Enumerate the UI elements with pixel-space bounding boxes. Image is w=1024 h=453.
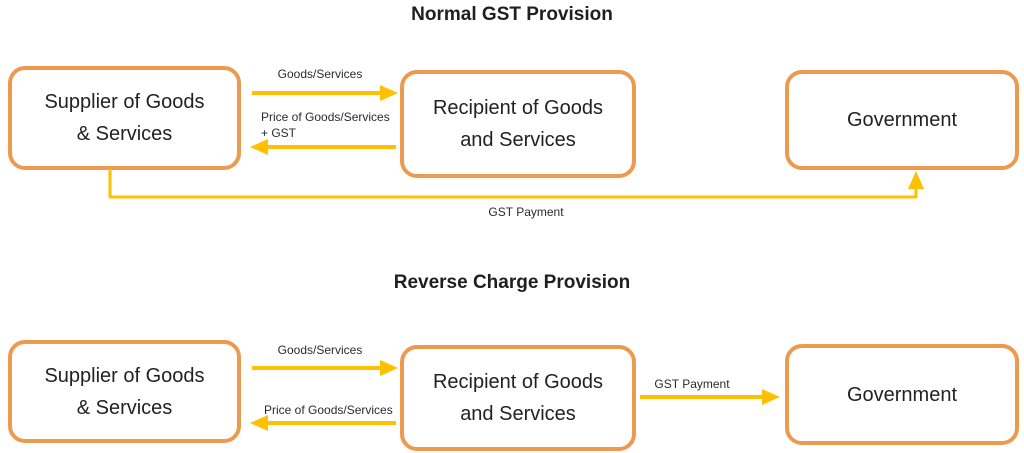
box-supplier-reverse: Supplier of Goods & Services bbox=[8, 340, 241, 443]
label-price-reverse: Price of Goods/Services bbox=[264, 403, 393, 417]
label-goods-services-normal: Goods/Services bbox=[277, 67, 363, 81]
arrow-price-gst-normal bbox=[250, 139, 396, 155]
box-supplier-reverse-line1: Supplier of Goods bbox=[44, 364, 205, 387]
section-title-reverse: Reverse Charge Provision bbox=[393, 272, 631, 293]
box-recipient-reverse: Recipient of Goods and Services bbox=[400, 345, 636, 451]
arrow-head-up-icon bbox=[908, 171, 924, 189]
box-government-reverse: Government bbox=[785, 344, 1019, 445]
box-supplier-reverse-line2: & Services bbox=[76, 396, 173, 419]
section-title-normal: Normal GST Provision bbox=[411, 4, 613, 25]
box-recipient-normal: Recipient of Goods and Services bbox=[400, 70, 636, 178]
label-price-gst-normal-line1: Price of Goods/Services bbox=[261, 110, 390, 124]
arrow-head-left-icon bbox=[250, 139, 268, 155]
box-government-reverse-label: Government bbox=[846, 383, 958, 406]
box-supplier-normal-line1: Supplier of Goods bbox=[44, 91, 205, 113]
box-recipient-normal-line1: Recipient of Goods bbox=[432, 97, 604, 119]
arrow-goods-services-reverse bbox=[252, 360, 398, 376]
label-gst-payment-normal: GST Payment bbox=[488, 205, 564, 219]
arrow-head-right-icon bbox=[762, 389, 780, 405]
arrow-goods-services-normal bbox=[252, 85, 398, 101]
label-goods-services-reverse: Goods/Services bbox=[277, 343, 363, 357]
label-gst-payment-reverse: GST Payment bbox=[654, 377, 730, 391]
box-government-normal-label: Government bbox=[846, 109, 958, 131]
box-supplier-normal-line2: & Services bbox=[76, 123, 173, 145]
box-recipient-reverse-line1: Recipient of Goods bbox=[432, 371, 604, 393]
box-government-normal: Government bbox=[785, 70, 1019, 170]
arrow-head-right-icon bbox=[380, 85, 398, 101]
box-recipient-normal-line2: and Services bbox=[460, 129, 576, 151]
arrow-head-right-icon bbox=[380, 360, 398, 376]
box-recipient-reverse-line2: and Services bbox=[460, 403, 576, 425]
label-price-gst-normal-line2: + GST bbox=[261, 126, 297, 140]
box-supplier-normal: Supplier of Goods & Services bbox=[8, 66, 241, 170]
label-price-gst-normal: Price of Goods/Services + GST bbox=[261, 109, 390, 141]
